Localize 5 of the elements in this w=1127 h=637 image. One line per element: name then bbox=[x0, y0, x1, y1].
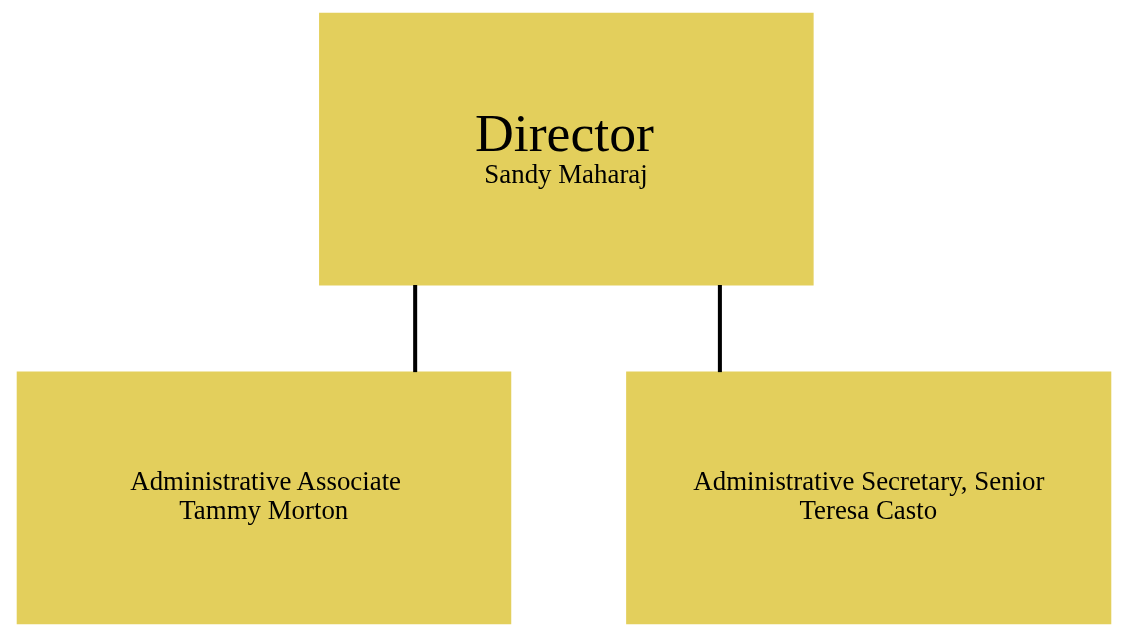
node-box: Director Sandy Maharaj bbox=[318, 12, 814, 286]
node-box: Administrative Secretary, Senior Teresa Casto bbox=[625, 371, 1111, 625]
connector bbox=[717, 285, 722, 373]
node-box: Administrative Associate Tammy Morton bbox=[16, 371, 511, 625]
connector bbox=[412, 285, 417, 373]
